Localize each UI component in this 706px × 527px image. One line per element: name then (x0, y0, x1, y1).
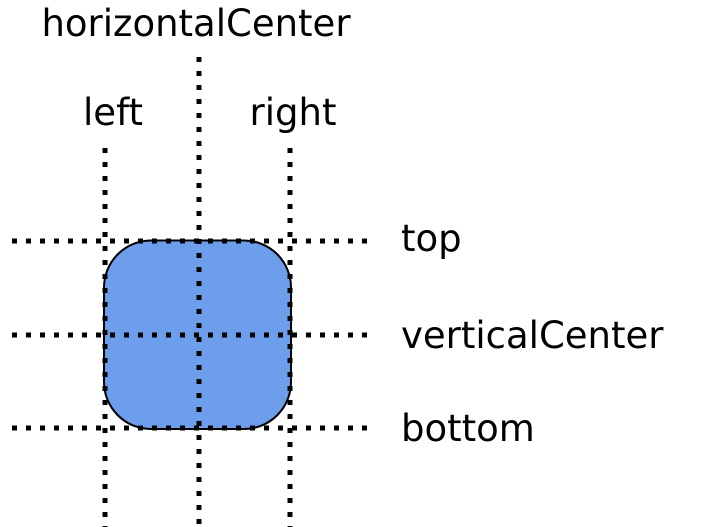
vertical-center-label: verticalCenter (401, 314, 664, 357)
top-label: top (401, 217, 462, 260)
left-label: left (83, 91, 143, 134)
horizontal-center-label: horizontalCenter (41, 2, 351, 45)
right-label: right (250, 91, 337, 134)
bottom-label: bottom (401, 407, 535, 450)
